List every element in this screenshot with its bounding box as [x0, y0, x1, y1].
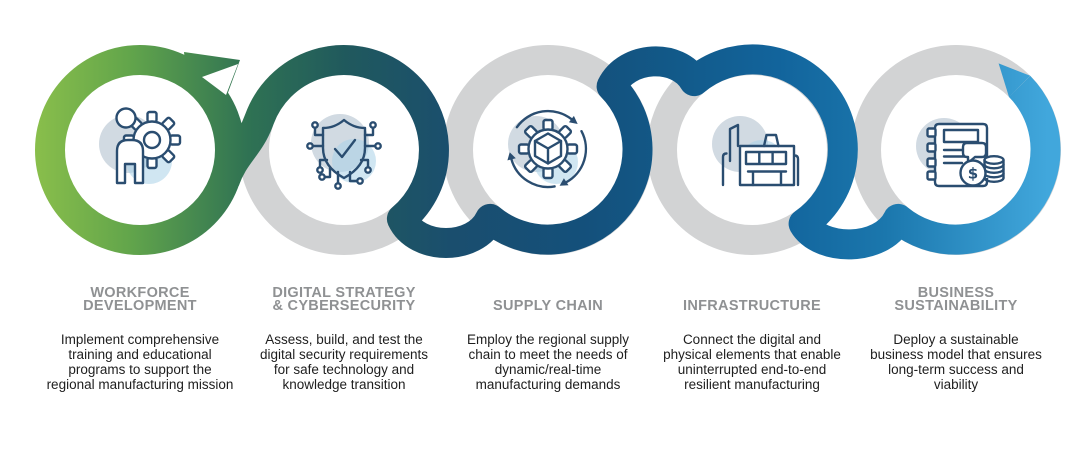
section-description: Connect the digital and physical element…: [663, 332, 841, 392]
colored-ribbon: [35, 44, 1061, 260]
section-title: WORKFORCE DEVELOPMENT: [83, 284, 197, 315]
section-supply-chain: SUPPLY CHAIN Employ the regional supply …: [443, 272, 653, 392]
section-title: DIGITAL STRATEGY & CYBERSECURITY: [272, 284, 416, 315]
section-description: Employ the regional supply chain to meet…: [466, 332, 630, 392]
section-business-sustainability: BUSINESS SUSTAINABILITY Deploy a sustain…: [851, 272, 1061, 392]
shield-shape: [321, 118, 367, 180]
cube-edges: [533, 139, 563, 165]
coin-stack: [983, 155, 1005, 183]
ribbon-arrow-tip: [998, 63, 1031, 97]
binder-tabs: [926, 127, 937, 181]
document-finance-icon: $: [916, 118, 1005, 188]
section-description: Implement comprehensive training and edu…: [46, 332, 234, 392]
person-gear-icon: [99, 107, 182, 185]
ribbon-start-notch: [202, 64, 238, 95]
dollar-symbol: $: [968, 165, 978, 183]
person-head: [115, 107, 137, 129]
shield-check-circuit-icon: [306, 114, 382, 190]
gear-cube-cycle-icon: [507, 109, 588, 189]
factory-icon: [712, 116, 800, 187]
check-mark: [333, 138, 357, 159]
section-description: Deploy a sustainable business model that…: [870, 332, 1042, 392]
dollar-coin: [959, 159, 987, 187]
cycle-arrows: [507, 109, 588, 189]
person-body: [115, 138, 145, 185]
section-title: INFRASTRUCTURE: [683, 298, 821, 315]
factory-lines: [721, 123, 800, 187]
section-digital-strategy-cybersecurity: DIGITAL STRATEGY & CYBERSECURITY Assess,…: [239, 272, 449, 392]
section-workforce-development: WORKFORCE DEVELOPMENT Implement comprehe…: [35, 272, 245, 392]
section-description: Assess, build, and test the digital secu…: [259, 332, 429, 392]
section-infrastructure: INFRASTRUCTURE Connect the digital and p…: [647, 272, 857, 392]
ribbon-path: [210, 44, 1061, 260]
section-title: BUSINESS SUSTAINABILITY: [894, 284, 1018, 315]
section-title: SUPPLY CHAIN: [493, 298, 603, 315]
